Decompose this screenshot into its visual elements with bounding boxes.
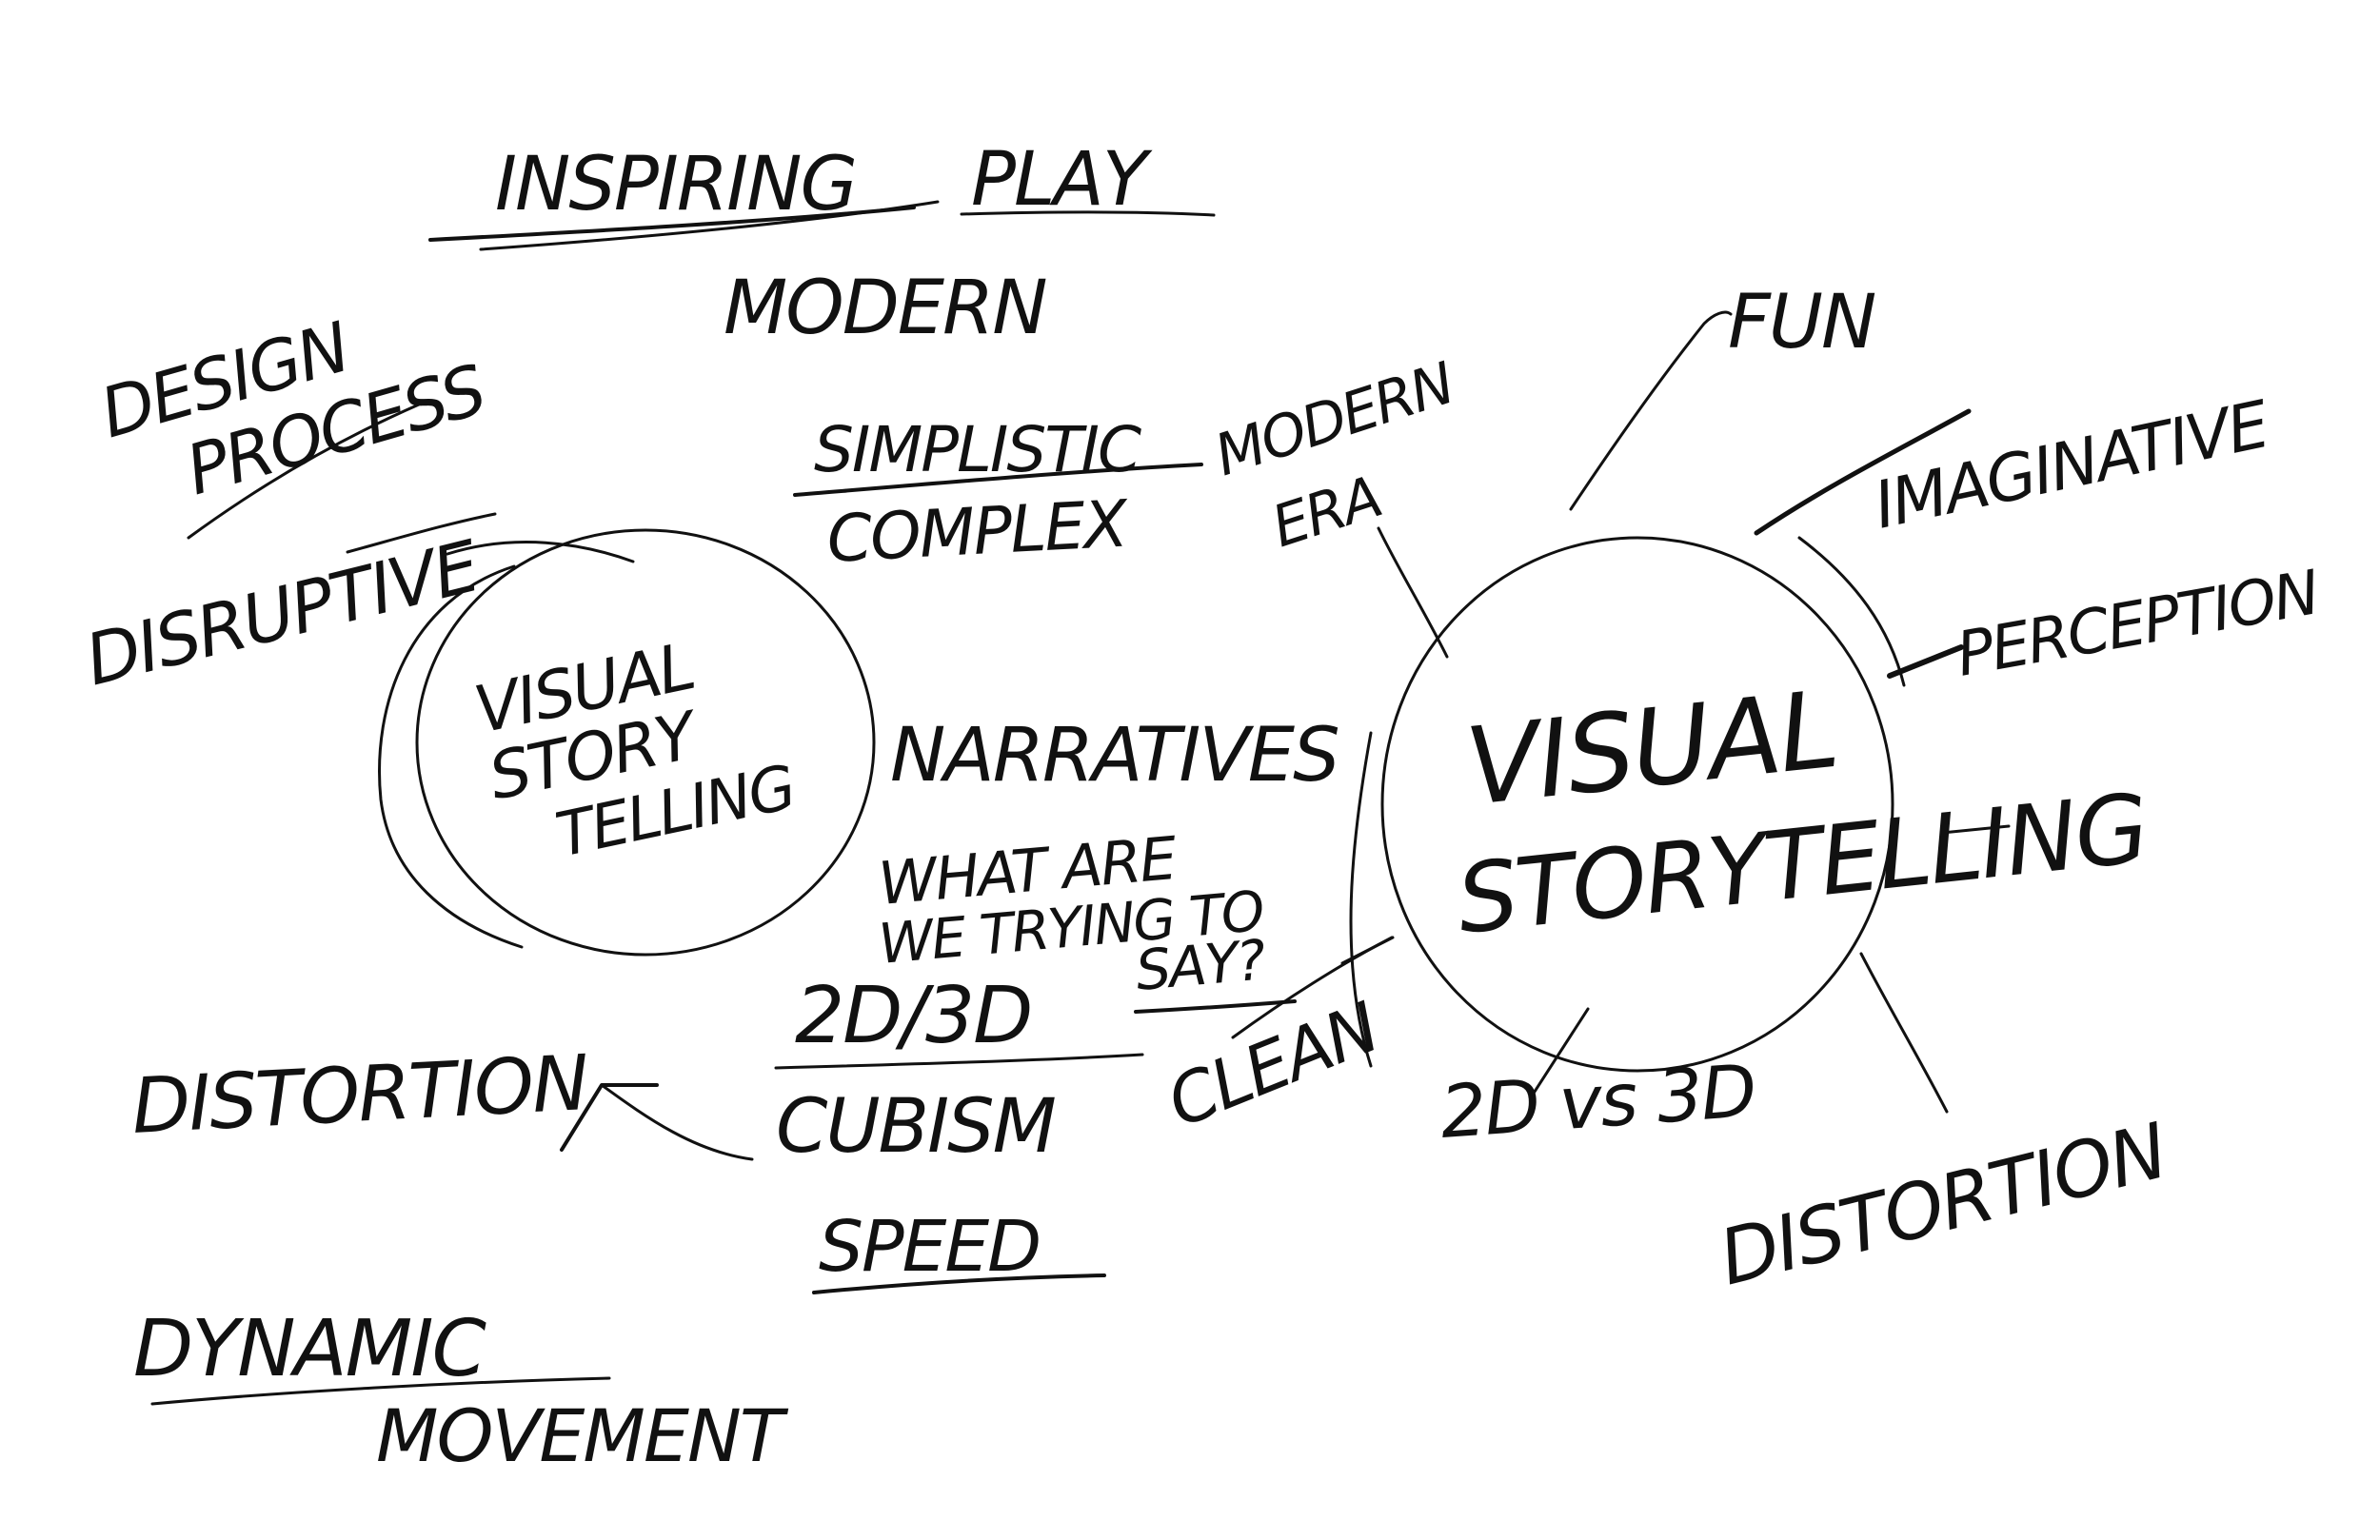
branch-label-2d-vs-3d: 2D vs 3D xyxy=(1438,1048,1757,1155)
branch-label-perception: PERCEPTION xyxy=(1952,558,2325,691)
word-distortion-left: DISTORTION xyxy=(129,1038,589,1151)
left-cluster-strokes xyxy=(150,200,1394,1406)
branch-distortion xyxy=(1859,952,1949,1114)
left-center-circle xyxy=(415,528,876,957)
word-say: SAY? xyxy=(1133,927,1267,1003)
word-narratives: NARRATIVES xyxy=(890,713,1339,799)
word-simplistic: SIMPLISTIC xyxy=(814,413,1141,486)
word-2d3d: 2D/3D xyxy=(795,971,1031,1061)
underline-say xyxy=(1134,999,1297,1014)
branch-fun xyxy=(1569,310,1733,511)
branch-label-imaginative: IMAGINATIVE xyxy=(1868,387,2276,544)
branch-clean xyxy=(1340,936,1395,965)
word-play: PLAY xyxy=(971,137,1153,223)
branch-label-era: ERA xyxy=(1264,464,1389,561)
branch-imaginative xyxy=(1754,408,1972,536)
underline-simplistic xyxy=(793,463,1203,497)
underline-dynamic xyxy=(150,1376,611,1406)
underline-2d3d xyxy=(774,1053,1144,1070)
underline-speed xyxy=(812,1273,1106,1294)
word-speed: SPEED xyxy=(819,1206,1040,1288)
branch-perception xyxy=(1887,644,1964,679)
word-cubism: CUBISM xyxy=(776,1084,1056,1170)
branch-label-fun: FUN xyxy=(1728,280,1875,365)
right-center-visual: VISUAL xyxy=(1460,668,1842,830)
underline-design-process xyxy=(187,403,421,540)
branch-modern-era xyxy=(1377,526,1449,659)
arrow-cubism-to-distortion xyxy=(600,1083,754,1161)
branch-right-short xyxy=(1940,824,2011,835)
branch-2d-vs-3d xyxy=(1531,1007,1590,1096)
underline-disruptive xyxy=(346,512,497,554)
word-inspiring: INSPIRING xyxy=(495,142,856,227)
word-dynamic: DYNAMIC xyxy=(133,1304,486,1394)
right-top-arc xyxy=(1797,536,1906,687)
word-modern-top: MODERN xyxy=(724,266,1046,351)
left-top-arc xyxy=(446,541,635,563)
branch-label-modern: MODERN xyxy=(1207,350,1462,490)
right-overlap-arc xyxy=(1349,731,1373,1068)
right-cluster-strokes xyxy=(1340,310,2011,1114)
right-center-circle xyxy=(1380,536,1894,1073)
word-disruptive: DISRUPTIVE xyxy=(78,525,488,702)
arrow-head xyxy=(560,1083,659,1152)
branch-label-distortion: DISTORTION xyxy=(1711,1106,2174,1302)
left-cluster-words: INSPIRING PLAY MODERN DESIGN PROCESS DIS… xyxy=(78,137,1341,1478)
underline-play xyxy=(960,210,1216,217)
underline-inspiring-2 xyxy=(479,200,940,251)
left-outer-arc xyxy=(378,564,524,949)
word-complex: COMPLEX xyxy=(825,486,1131,578)
word-movement: MOVEMENT xyxy=(376,1393,789,1478)
